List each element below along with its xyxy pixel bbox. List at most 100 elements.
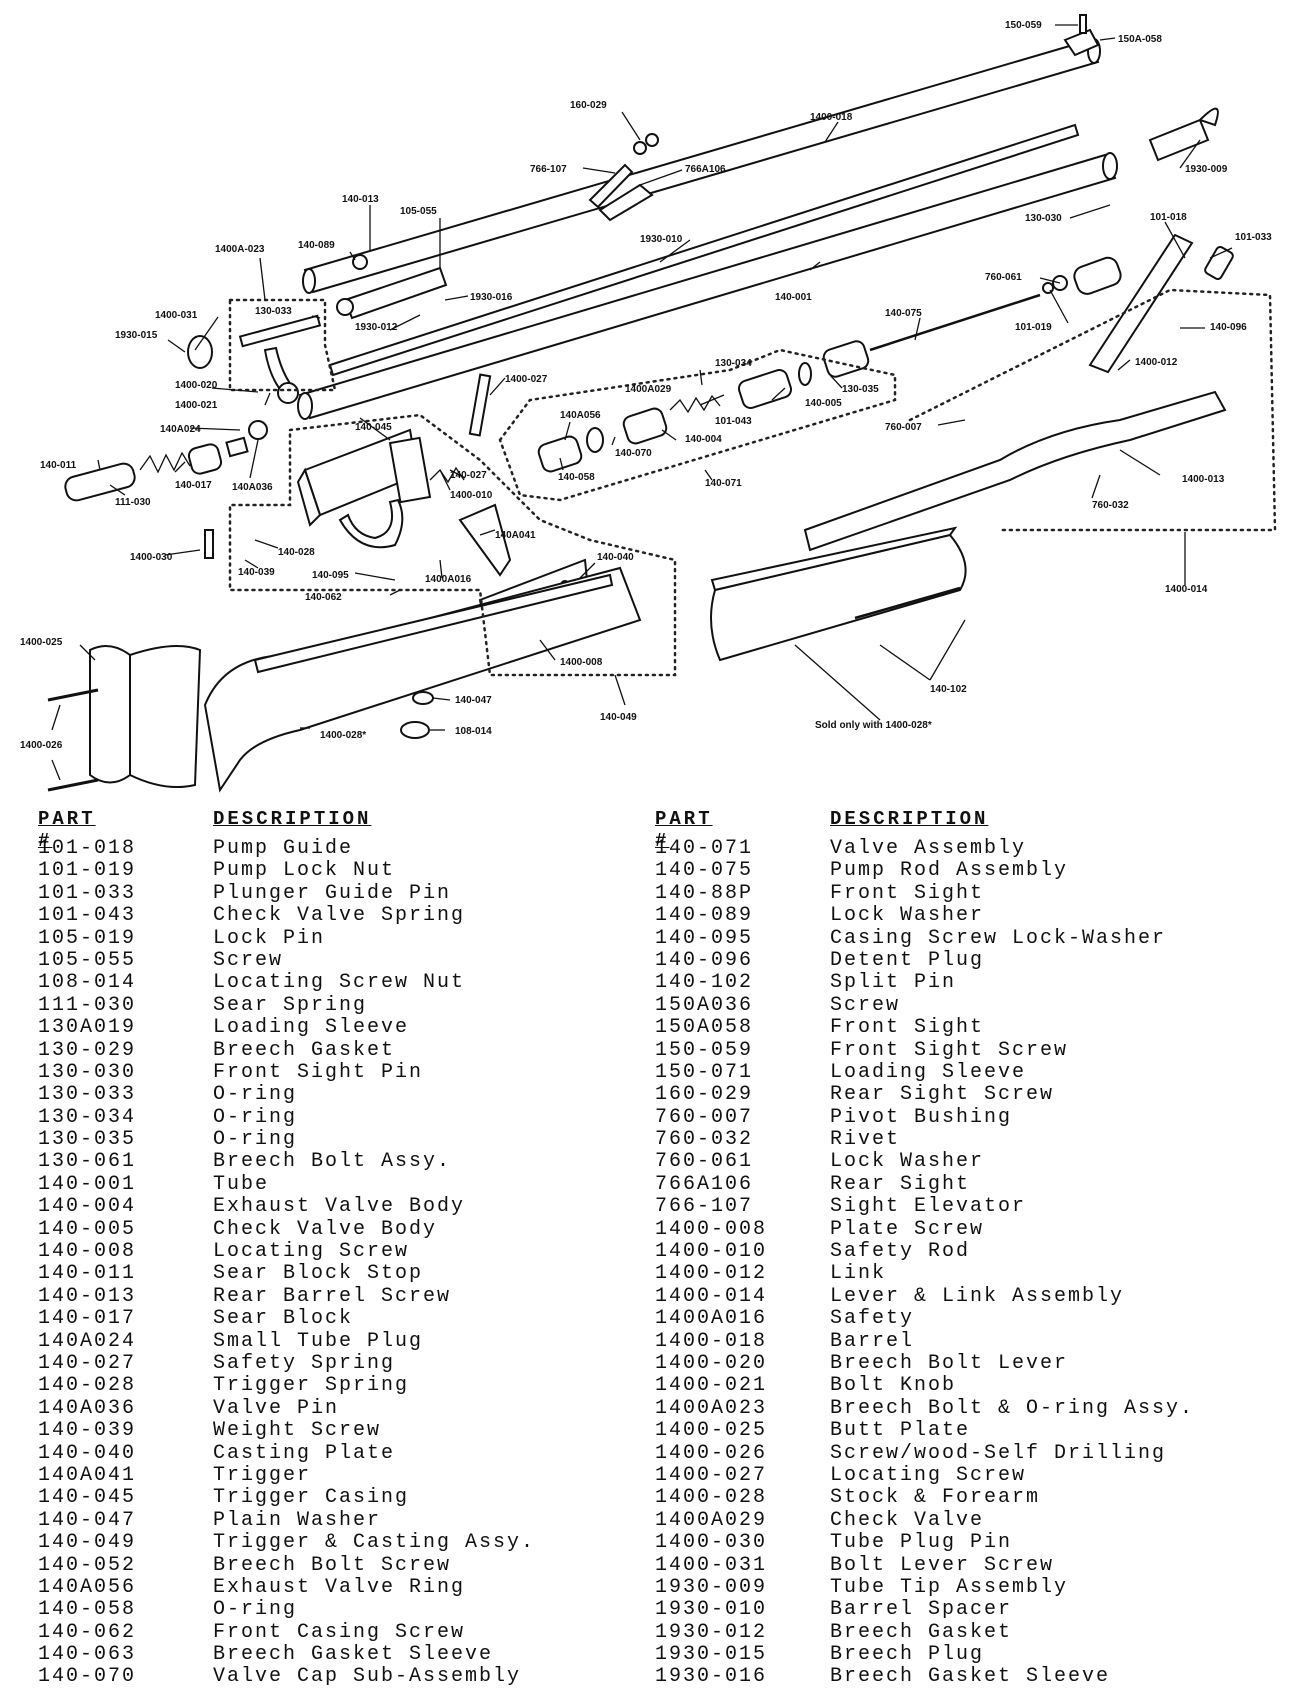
part-description: Front Sight Pin (213, 1060, 424, 1084)
label-140A024: 140A024 (160, 424, 201, 435)
part-description: Breech Gasket (213, 1038, 396, 1062)
part-description: Front Sight Screw (830, 1038, 1069, 1062)
part-description: Rear Sight Screw (830, 1083, 1055, 1107)
tube-tip-part (1148, 107, 1219, 162)
part-description: Barrel (830, 1329, 915, 1353)
part-description: Check Valve (830, 1508, 985, 1532)
label-1400A016: 1400A016 (425, 574, 472, 585)
leader-lines (51, 24, 1233, 781)
label-766A106: 766A106 (685, 164, 726, 175)
part-description: Valve Pin (213, 1396, 340, 1420)
description-header: DESCRIPTION (213, 808, 372, 830)
label-140-004: 140-004 (685, 434, 722, 445)
part-number: 105-019 (38, 926, 137, 950)
part-description: Safety Spring (213, 1351, 396, 1375)
description-header: DESCRIPTION (830, 808, 989, 830)
part-number: 140-027 (38, 1351, 137, 1375)
part-description: Breech Bolt Lever (830, 1351, 1069, 1375)
part-number: 140-040 (38, 1441, 137, 1465)
label-1930-012: 1930-012 (355, 322, 398, 333)
label-108-014: 108-014 (455, 726, 492, 737)
part-number-header: PART # (655, 808, 713, 852)
label-160-029: 160-029 (570, 100, 607, 111)
part-number: 140A041 (38, 1463, 137, 1487)
label-140-001: 140-001 (775, 292, 812, 303)
label-140-013: 140-013 (342, 194, 379, 205)
label-140-070: 140-070 (615, 448, 652, 459)
trigger-casing-part (296, 428, 432, 549)
part-number: 1400A029 (655, 1508, 768, 1532)
part-description: Lever & Link Assembly (830, 1284, 1125, 1308)
part-number: 140-089 (655, 904, 754, 928)
part-description: Trigger Casing (213, 1486, 410, 1510)
label-760-007: 760-007 (885, 422, 922, 433)
part-number: 140-058 (38, 1598, 137, 1622)
part-number: 1400-012 (655, 1262, 768, 1286)
part-description: Breech Gasket Sleeve (213, 1643, 494, 1667)
part-description: O-ring (213, 1128, 298, 1152)
part-description: Breech Bolt Assy. (213, 1150, 452, 1174)
table-row: 1400A029 Check Valve (655, 1508, 1194, 1532)
part-number: 140-049 (38, 1531, 137, 1555)
part-number: 140-88P (655, 881, 754, 905)
part-number: 140-004 (38, 1195, 137, 1219)
barrel-part (302, 38, 1101, 294)
part-number: 130-035 (38, 1128, 137, 1152)
part-description: Breech Gasket Sleeve (830, 1665, 1111, 1689)
part-description: O-ring (213, 1105, 298, 1129)
label-140-040: 140-040 (597, 552, 634, 563)
label-140-039: 140-039 (238, 567, 275, 578)
part-description: Front Sight (830, 1016, 985, 1040)
label-1400-026: 1400-026 (20, 740, 63, 751)
label-140-102: 140-102 (930, 684, 967, 695)
part-number: 140-063 (38, 1643, 137, 1667)
part-description: Front Casing Screw (213, 1620, 466, 1644)
part-number: 130A019 (38, 1016, 137, 1040)
label-140-071: 140-071 (705, 478, 742, 489)
label-111-030: 111-030 (115, 497, 151, 508)
pump-rod-part (869, 256, 1122, 352)
part-description: Tube Tip Assembly (830, 1575, 1069, 1599)
part-number: 1400A023 (655, 1396, 768, 1420)
main-tube-part (297, 152, 1118, 420)
part-description: Valve Assembly (830, 837, 1027, 860)
label-1400-013: 1400-013 (1182, 474, 1225, 485)
part-number: 111-030 (38, 993, 137, 1017)
part-description: Sear Block Stop (213, 1262, 424, 1286)
part-description: Rear Barrel Screw (213, 1284, 452, 1308)
part-description: O-ring (213, 1083, 298, 1107)
part-description: Bolt Knob (830, 1374, 957, 1398)
part-description: Pivot Bushing (830, 1105, 1013, 1129)
label-105-055: 105-055 (400, 206, 437, 217)
part-description: Lock Washer (830, 1150, 985, 1174)
label-130-033: 130-033 (255, 306, 292, 317)
part-number: 140-102 (655, 971, 754, 995)
part-number: 140-013 (38, 1284, 137, 1308)
diagram-labels: 150-059 150A-058 160-029 1400-018 1930-0… (20, 20, 1272, 751)
